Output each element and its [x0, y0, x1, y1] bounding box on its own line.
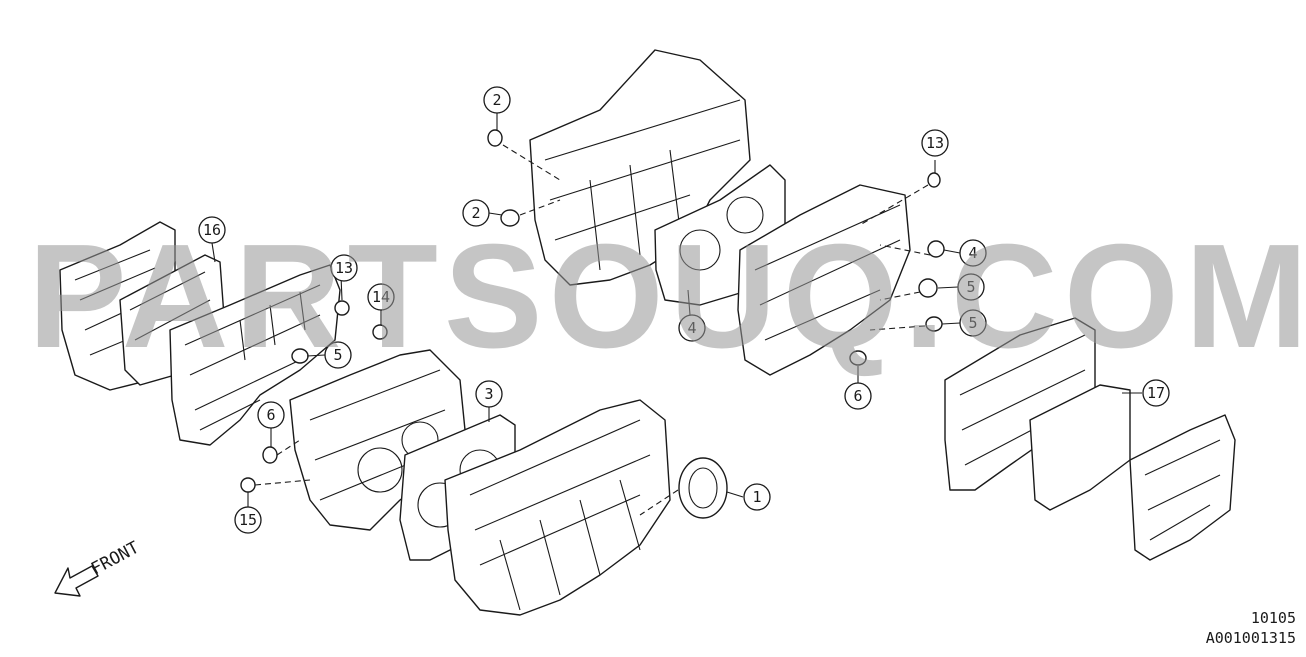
- callout-2-left: 2: [462, 199, 490, 227]
- callout-3: 3: [475, 380, 503, 408]
- callout-6-right: 6: [844, 382, 872, 410]
- right-cylinder-head: [737, 184, 911, 376]
- crank-oil-seal: [678, 457, 728, 519]
- svg-text:2: 2: [471, 204, 480, 222]
- callout-5-right-upper: 5: [957, 273, 985, 301]
- svg-text:14: 14: [372, 288, 390, 306]
- svg-text:4: 4: [687, 319, 696, 337]
- callout-16: 16: [198, 216, 226, 244]
- svg-text:5: 5: [333, 346, 342, 364]
- left-cylinder-head: [169, 264, 341, 446]
- svg-text:1: 1: [752, 488, 761, 506]
- svg-text:3: 3: [484, 385, 493, 403]
- callout-6-left: 6: [257, 401, 285, 429]
- svg-text:4: 4: [968, 244, 977, 262]
- svg-text:2: 2: [492, 91, 501, 109]
- front-direction-indicator: FRONT: [54, 538, 143, 597]
- callout-17: 17: [1142, 379, 1170, 407]
- callout-13-left: 13: [330, 254, 358, 282]
- catalog-code: A001001315: [1205, 629, 1296, 647]
- callout-1: 1: [743, 483, 771, 511]
- callout-4-upper: 4: [678, 314, 706, 342]
- svg-text:17: 17: [1147, 384, 1165, 402]
- svg-text:13: 13: [335, 259, 353, 277]
- diagram-code: 10105: [1250, 609, 1296, 627]
- small-parts: [240, 129, 945, 493]
- right-valve-cover: [944, 317, 1236, 561]
- callout-5-right-lower: 5: [959, 309, 987, 337]
- svg-text:6: 6: [266, 406, 275, 424]
- callout-4-right: 4: [959, 239, 987, 267]
- leader-lines: [211, 113, 1142, 516]
- svg-text:15: 15: [239, 511, 257, 529]
- callout-15: 15: [234, 506, 262, 534]
- svg-text:13: 13: [926, 134, 944, 152]
- svg-text:FRONT: FRONT: [88, 538, 143, 580]
- svg-text:6: 6: [853, 387, 862, 405]
- svg-text:5: 5: [968, 314, 977, 332]
- svg-text:5: 5: [966, 278, 975, 296]
- svg-text:16: 16: [203, 221, 221, 239]
- callout-5-left: 5: [324, 341, 352, 369]
- lower-crankcase: [444, 399, 671, 616]
- callout-2-top: 2: [483, 86, 511, 114]
- front-arrow-icon: [54, 565, 99, 597]
- callout-14: 14: [367, 283, 395, 311]
- callout-13-right: 13: [921, 129, 949, 157]
